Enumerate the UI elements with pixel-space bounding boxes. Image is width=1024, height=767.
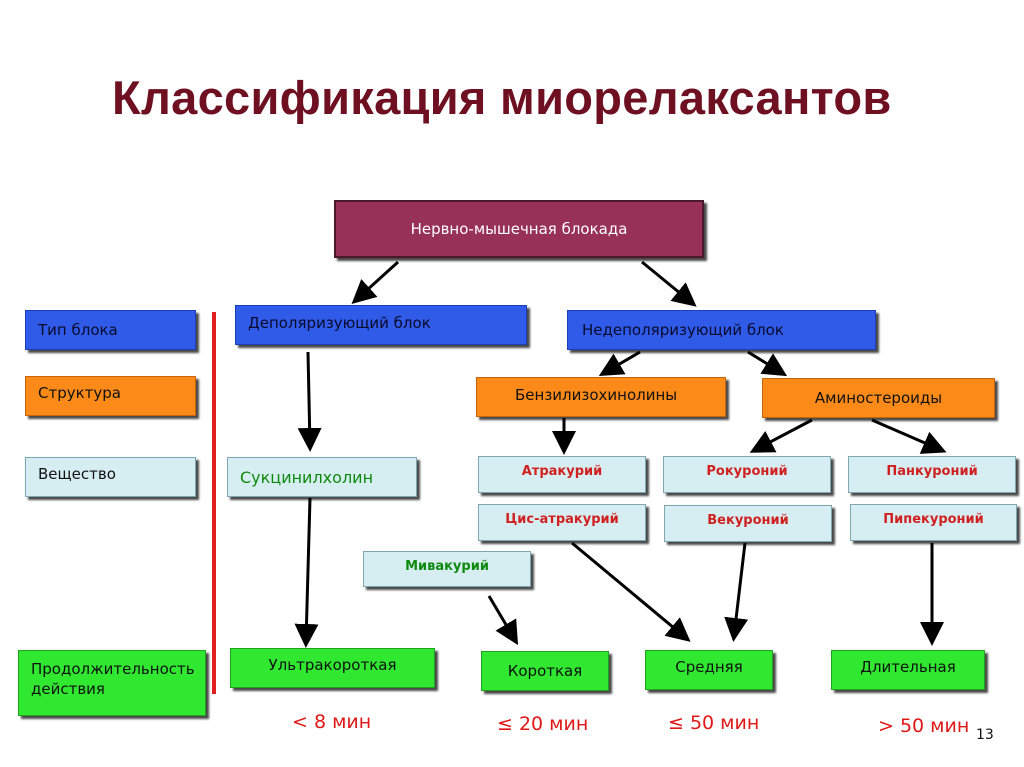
depolarizing-block: Деполяризующий блок xyxy=(235,305,527,345)
pipecuronium: Пипекуроний xyxy=(850,504,1017,541)
arrow-cisatracurium-to-medium xyxy=(571,541,691,642)
root-node: Нервно-мышечная блокада xyxy=(334,200,704,258)
arrow-amino-to-pancuronium xyxy=(871,418,947,454)
slide-title: Классификация миорелаксантов xyxy=(112,71,892,124)
arrow-succinylcholine-to-ultrashort xyxy=(294,497,319,648)
duration-long: Длительная xyxy=(831,650,985,690)
duration-medium: Средняя xyxy=(645,650,773,690)
succinylcholine: Сукцинилхолин xyxy=(227,457,417,497)
duration-short: Короткая xyxy=(481,651,609,691)
row-label-structure: Структура xyxy=(25,376,196,416)
benzylisoquinolines: Бензилизохинолины xyxy=(476,377,726,417)
atracurium: Атракурий xyxy=(478,456,646,493)
arrow-nondep-to-amino xyxy=(747,350,788,377)
page-number: 13 xyxy=(976,727,994,743)
duration-ultrashort: Ультракороткая xyxy=(230,648,435,688)
nondepolarizing-block: Недеполяризующий блок xyxy=(567,310,876,350)
arrow-root-to-nondepolarizing xyxy=(641,260,697,307)
time-long: > 50 мин xyxy=(878,715,970,737)
row-label-substance: Вещество xyxy=(25,457,196,497)
arrow-mivacurium-to-short xyxy=(487,595,519,646)
row-label-type: Тип блока xyxy=(25,310,196,350)
arrow-vecuronium-to-medium xyxy=(724,542,749,642)
arrow-dep-to-succinylcholine xyxy=(297,351,322,452)
row-label-duration: Продолжительность действия xyxy=(18,650,206,716)
cisatracurium: Цис-атракурий xyxy=(478,504,646,541)
arrow-nondep-to-benzyl xyxy=(598,350,641,377)
time-ultrashort: < 8 мин xyxy=(292,711,372,733)
vecuronium: Векуроний xyxy=(664,505,832,542)
mivacurium: Мивакурий xyxy=(363,551,531,587)
arrow-root-to-depolarizing xyxy=(351,260,400,305)
time-medium: ≤ 50 мин xyxy=(668,712,760,734)
time-short: ≤ 20 мин xyxy=(497,713,589,735)
rocuronium: Рокуроний xyxy=(663,456,831,493)
pancuronium: Панкуроний xyxy=(848,456,1016,493)
root-label: Нервно-мышечная блокада xyxy=(410,220,628,238)
aminosteroids: Аминостероиды xyxy=(762,378,995,418)
arrow-amino-to-rocuronium xyxy=(749,418,813,453)
